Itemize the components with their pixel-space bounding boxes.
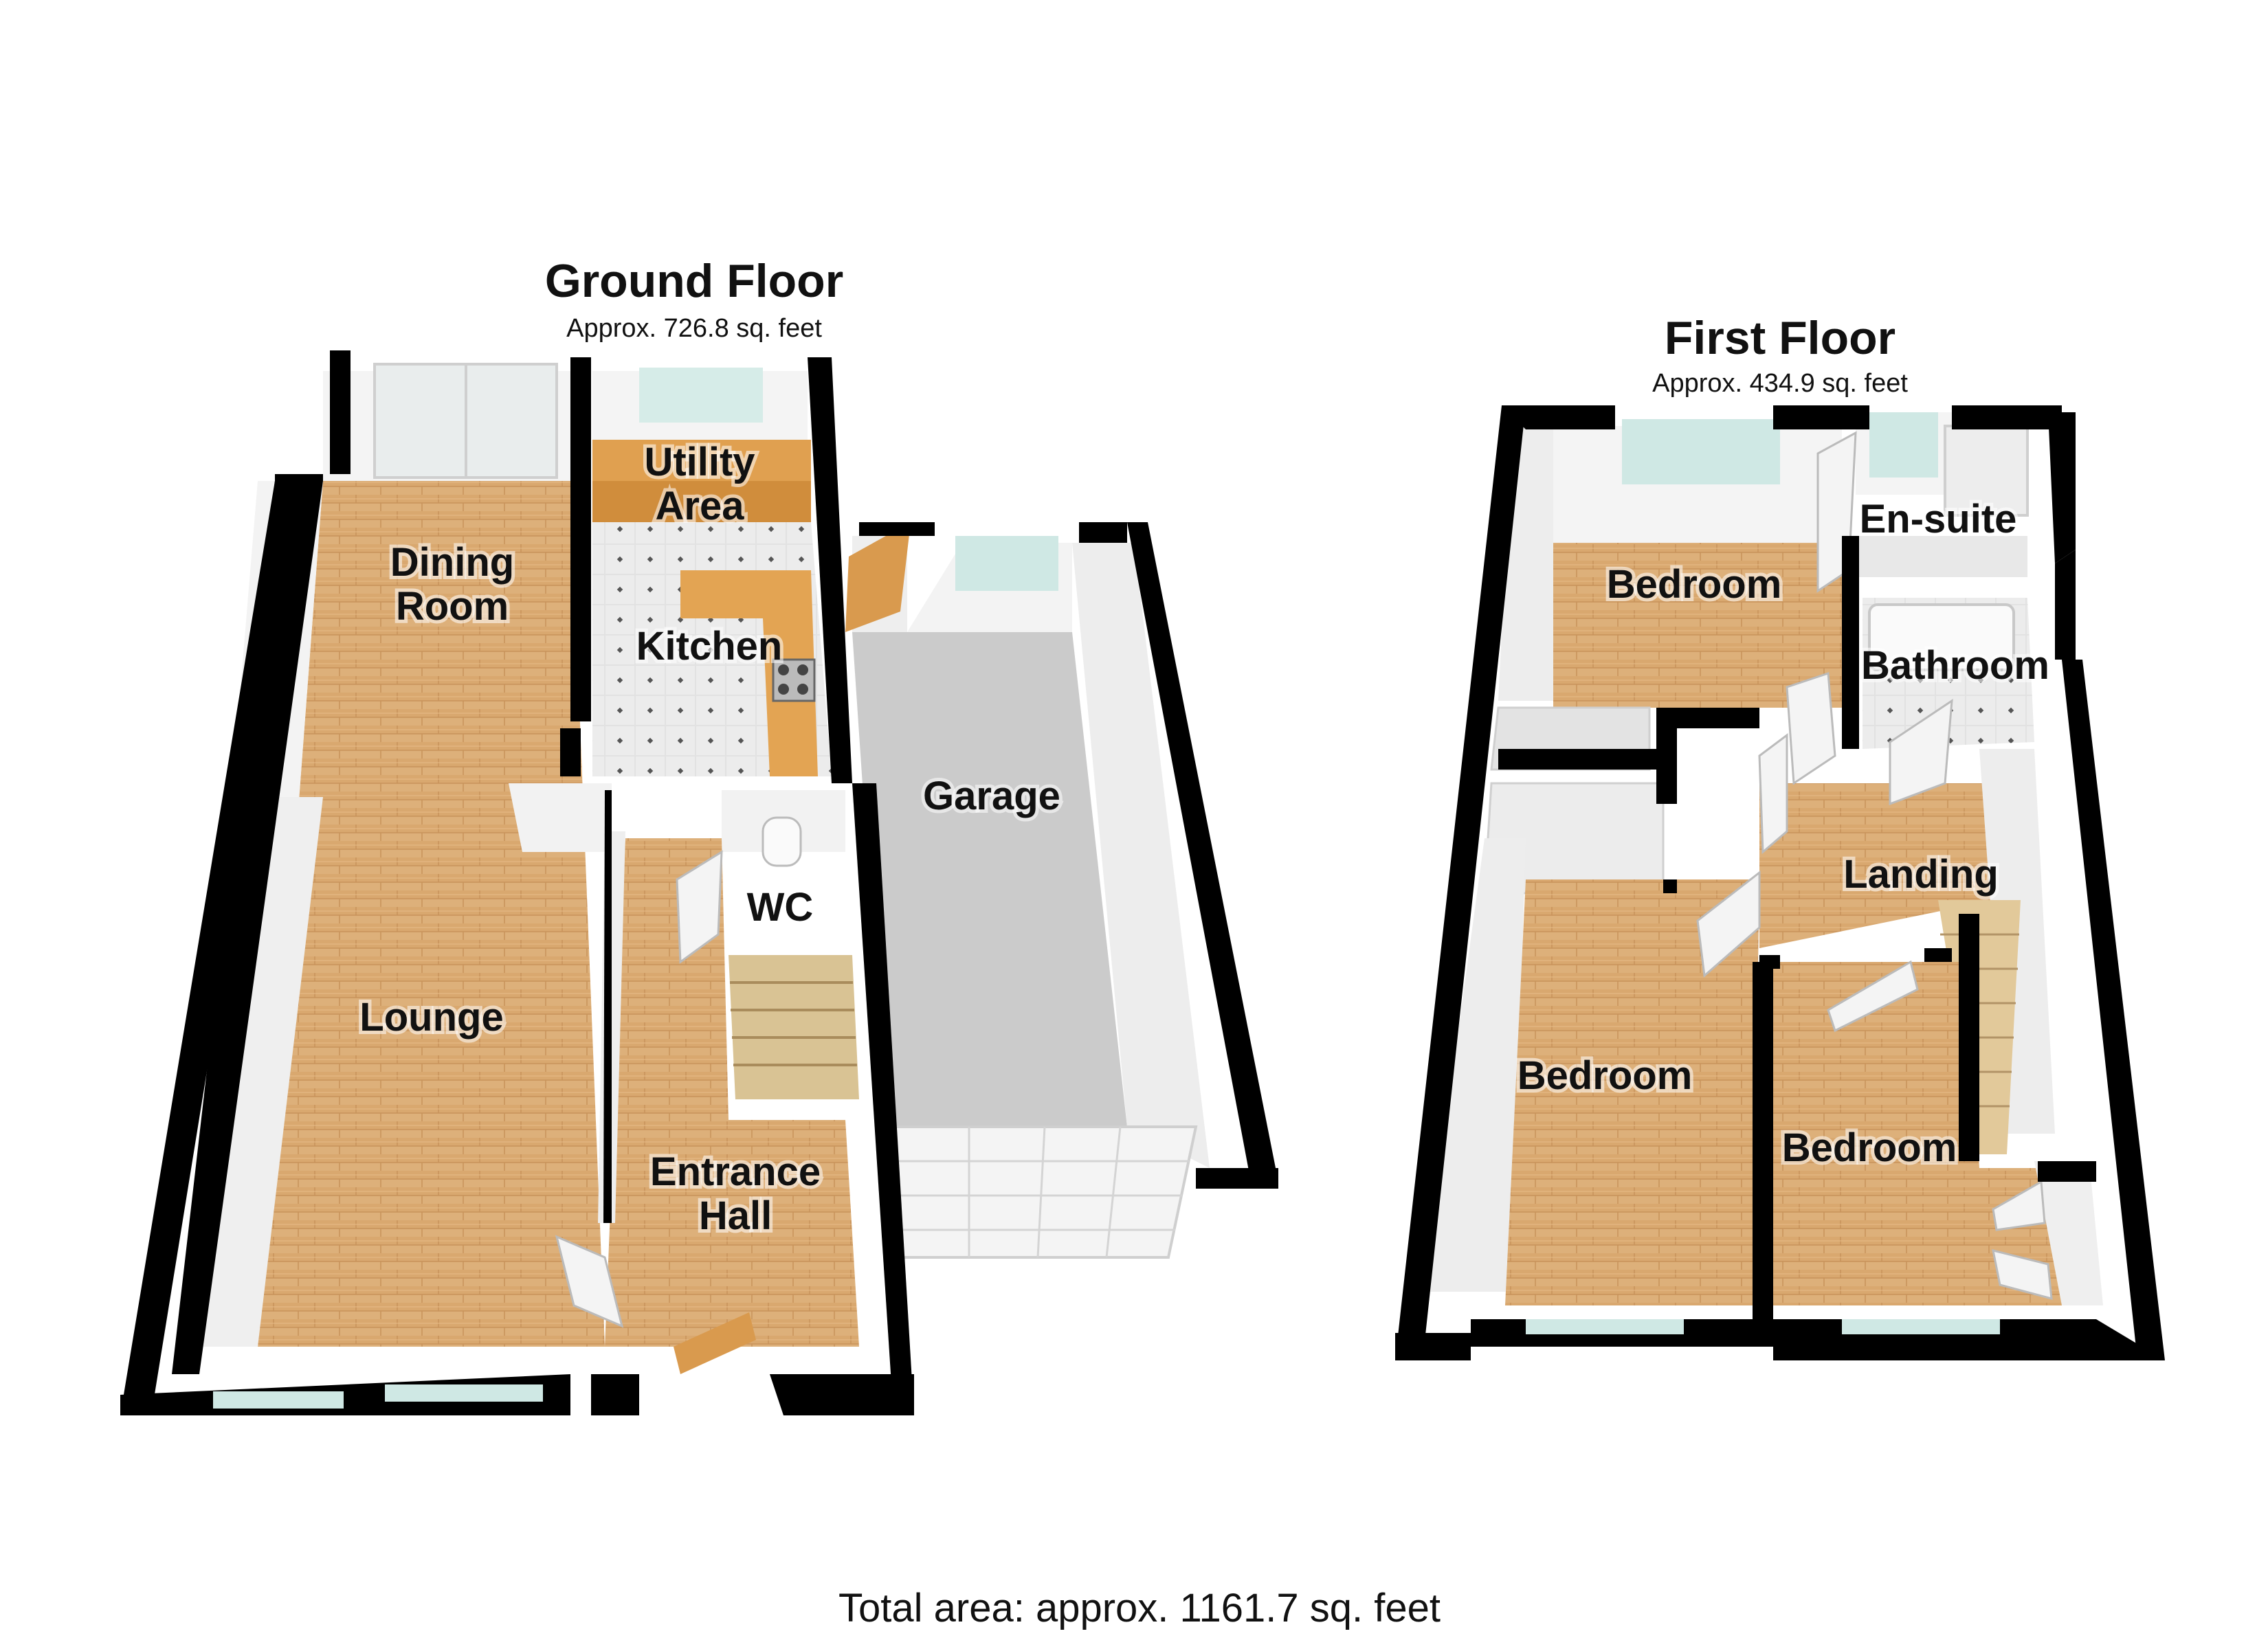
bedroom-top-window bbox=[1622, 419, 1780, 484]
garage-right-wall-face bbox=[1072, 543, 1210, 1168]
bathtub bbox=[1868, 603, 2015, 671]
ground-floor: Ground Floor Approx. 726.8 sq. feet Util… bbox=[120, 255, 1278, 1415]
en-suite-floor bbox=[1856, 536, 2027, 577]
lounge-window-1 bbox=[213, 1391, 344, 1409]
utility-area-label: Area bbox=[656, 484, 745, 528]
hall-top-wall bbox=[509, 783, 612, 852]
garage-floor bbox=[852, 632, 1127, 1141]
first-floor-title: First Floor bbox=[1665, 312, 1895, 364]
cupboard-door-2 bbox=[1992, 1248, 2053, 1301]
ground-floor-walls bbox=[120, 350, 1278, 1415]
ground-floor-area: Approx. 726.8 sq. feet bbox=[566, 314, 822, 343]
kitchen-external-door bbox=[845, 522, 911, 632]
bedroom-left-door bbox=[1696, 870, 1761, 978]
bedroom-right-label: Bedroom bbox=[1782, 1125, 1957, 1170]
lounge-window-2 bbox=[385, 1384, 543, 1402]
lounge-floor bbox=[258, 481, 605, 1347]
cupboard-door-1 bbox=[1992, 1180, 2046, 1231]
shower bbox=[1944, 425, 2029, 517]
ground-staircase bbox=[729, 955, 859, 1099]
wc-door bbox=[676, 850, 723, 964]
hob bbox=[772, 658, 816, 702]
bedroom-left-window bbox=[1526, 1319, 1684, 1334]
entrance-hall-label: Entrance bbox=[650, 1149, 821, 1194]
bedroom-left-label: Bedroom bbox=[1517, 1053, 1693, 1098]
bedroom-top-floor bbox=[1553, 543, 1842, 708]
utility-window bbox=[639, 368, 763, 423]
bedroom-right-door bbox=[1827, 960, 1919, 1033]
landing-door-2 bbox=[1758, 733, 1788, 855]
front-door bbox=[674, 1312, 756, 1374]
bedroom-right-window bbox=[1842, 1319, 2000, 1334]
kitchen-worktop bbox=[680, 570, 818, 776]
dining-room-label: Dining bbox=[390, 540, 514, 585]
bathroom-label: Bathroom bbox=[1861, 643, 2049, 688]
garage-label: Garage bbox=[923, 774, 1060, 818]
landing-door-1 bbox=[1786, 671, 1836, 785]
dining-room-label: Room bbox=[396, 584, 509, 629]
total-area: Total area: approx. 1161.7 sq. feet bbox=[838, 1586, 1441, 1630]
bedroom-left-floor bbox=[1505, 879, 1759, 1305]
wc-toilet bbox=[761, 816, 802, 867]
lounge-door bbox=[555, 1235, 624, 1328]
garage-window bbox=[955, 536, 1058, 591]
first-floor: First Floor Approx. 434.9 sq. feet En-su… bbox=[1395, 312, 2165, 1360]
bedroom-top-label: Bedroom bbox=[1607, 562, 1782, 607]
bathroom-door bbox=[1889, 699, 1953, 806]
landing-label: Landing bbox=[1843, 852, 1999, 897]
lounge-label: Lounge bbox=[359, 995, 503, 1040]
en-suite-window bbox=[1869, 412, 1938, 478]
ground-floor-title: Ground Floor bbox=[545, 255, 843, 307]
bedroom-left-wall-face bbox=[1423, 838, 1526, 1292]
kitchen-label: Kitchen bbox=[636, 624, 783, 669]
entrance-hall-floor bbox=[605, 838, 859, 1347]
first-floor-area: Approx. 434.9 sq. feet bbox=[1652, 369, 1908, 398]
utility-area-label: Utility bbox=[644, 440, 755, 484]
wc-label: WC bbox=[747, 885, 814, 930]
en-suite-label: En-suite bbox=[1860, 497, 2017, 541]
bedroom-right-cupboard-wall bbox=[2034, 1161, 2103, 1305]
entrance-hall-label: Hall bbox=[699, 1193, 772, 1238]
